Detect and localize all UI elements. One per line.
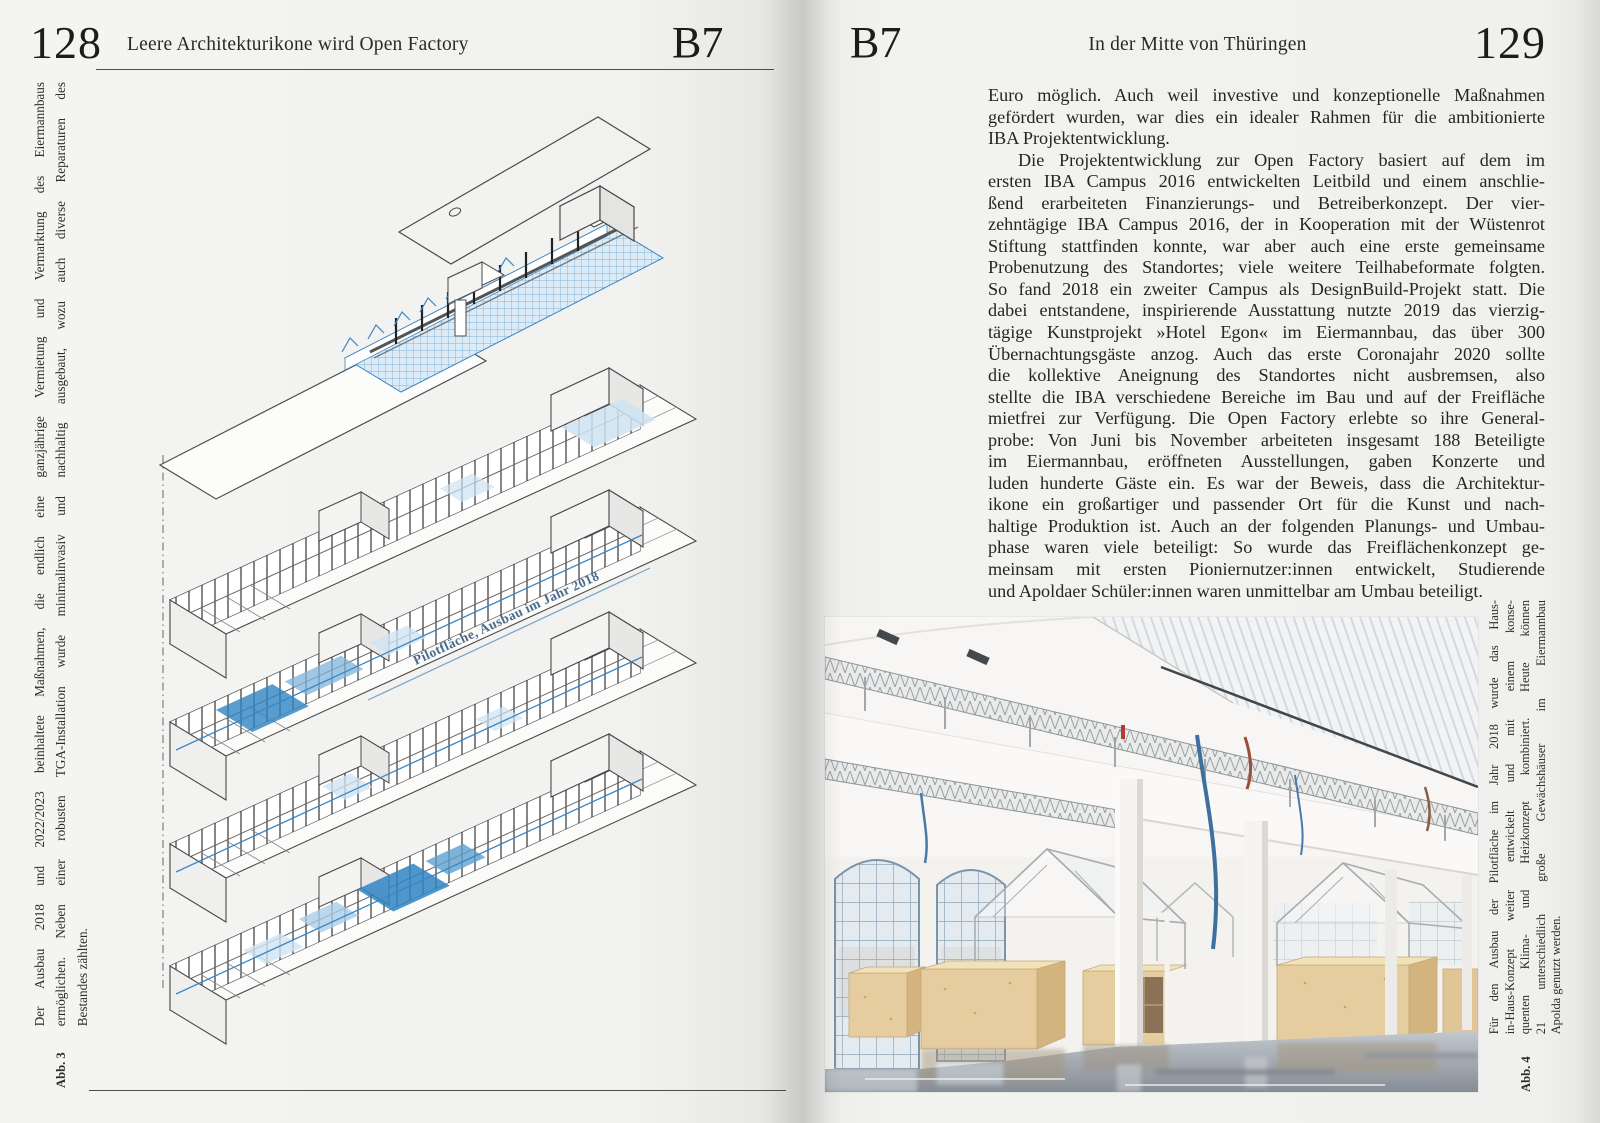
roof-level [397, 116, 652, 265]
light-fixture [876, 628, 900, 646]
floor-4-highlights [175, 534, 643, 751]
page-left: 128 Leere Architekturikone wird Open Fac… [0, 0, 795, 1123]
columns [1112, 779, 1472, 1069]
header-rule-left [96, 69, 774, 70]
interior-photo-eiermannbau [825, 617, 1478, 1092]
text-line: tägige Kunstprojekt »Hotel Egon« im Eier… [988, 322, 1545, 343]
figure-label-abb3: Abb. 3 [53, 1052, 68, 1088]
brown-hose [1423, 786, 1431, 832]
text-line: mietfrei zur Verfügung. Die Open Factory… [988, 408, 1545, 429]
floor-5-highlights [175, 656, 643, 873]
text-line: meinsam mit ersten Pioniernutzer:innen e… [988, 559, 1545, 580]
annotation-leader-line [367, 567, 651, 701]
floor-3-highlights [439, 399, 656, 503]
floor-6-highlights [175, 778, 643, 995]
text-line: ermöglichen. Neben einer robusten TGA-In… [53, 82, 69, 1027]
text-line: haltige Produktion ist. Auch an der folg… [988, 515, 1545, 536]
text-line: und Apoldaer Schüler:innen waren unmitte… [988, 580, 1483, 601]
footer-rule-left [89, 1090, 786, 1091]
running-head-left: Leere Architekturikone wird Open Factory [127, 34, 469, 55]
figure-caption-right: Abb. 4 Für den Ausbau der Pilotfläche im… [1486, 600, 1566, 1092]
figure-label-abb4: Abb. 4 [1518, 1056, 1533, 1092]
greenhouse-deck-level [341, 184, 665, 393]
text-line: luden hunderte Gäste ein. Es war der Bew… [988, 472, 1545, 493]
text-line: Stiftung stattfinden konnte, war aber au… [988, 235, 1545, 256]
text-line: quenten Klima- und Heizkonzept kombinier… [1518, 600, 1533, 1035]
text-line: Euro möglich. Auch weil investive und ko… [988, 85, 1545, 105]
corrugated-ceiling [1092, 617, 1478, 789]
text-line: Apolda genutzt werden. [1549, 915, 1564, 1035]
text-line: probe: Von Juni bis November arbeiteten … [988, 429, 1545, 450]
text-line: 21 unterschiedlich große Gewächshäuser i… [1533, 600, 1548, 1035]
light-fixture [966, 648, 990, 666]
running-head-right: In der Mitte von Thüringen [1088, 34, 1307, 55]
text-line: Der Ausbau 2018 und 2022/2023 beinhaltet… [31, 82, 47, 1027]
text-line: stellte die IBA verschiedene Bereiche im… [988, 386, 1545, 407]
section-code-right: B7 [850, 18, 902, 67]
text-line: gefördert wurden, war dies ein idealer R… [988, 106, 1545, 127]
text-line: die kollektive Aneignung des Standortes … [988, 365, 1545, 386]
page-number-left: 128 [30, 17, 102, 68]
exploded-axonometric-diagram: Pilotfläche, Ausbau im Jahr 2018 [158, 116, 697, 1045]
text-line: So fand 2018 ein zweiter Campus als Desi… [988, 278, 1545, 299]
text-line: IBA Projektentwicklung. [988, 128, 1170, 149]
figure-caption-abb3-text: Der Ausbau 2018 und 2022/2023 beinhaltet… [29, 82, 94, 1026]
text-line: phase waren viele beteiligt: So wurde da… [988, 537, 1545, 558]
section-code-left: B7 [672, 18, 724, 67]
body-text: Euro möglich. Auch weil investive und ko… [988, 85, 1545, 602]
glossy-floor [825, 1031, 1478, 1092]
text-line: Übernachtungsgäste anzog. Auch das erste… [988, 343, 1545, 364]
text-line: dabei entstandene, inspirierende Ausstat… [988, 300, 1545, 321]
page-number-right: 129 [1474, 17, 1546, 68]
brown-hose [1243, 736, 1252, 790]
text-line: ikone ein großartiger und passender Ort … [988, 494, 1545, 515]
text-line: Probenutzung des Standortes; viele weite… [988, 257, 1545, 278]
blue-hoses [919, 734, 1304, 950]
text-line: im Eiermannbau, eröffneten Ausstellungen… [988, 451, 1545, 472]
text-line: Die Projektentwicklung zur Open Factory … [1018, 149, 1545, 170]
figure-caption-left: Abb. 3 Der Ausbau 2018 und 2022/2023 bei… [26, 82, 96, 1088]
text-line: Für den Ausbau der Pilotfläche im Jahr 2… [1487, 600, 1502, 1035]
text-line: zehntägige IBA Campus 2016, der in Koope… [988, 214, 1545, 235]
text-line: ßend erarbeiteten Finanzierungs- und Bet… [988, 192, 1545, 213]
figure-caption-abb4-text: Für den Ausbau der Pilotfläche im Jahr 2… [1487, 600, 1564, 1034]
text-line: ersten IBA Campus 2016 entwickelten Leit… [988, 171, 1545, 192]
red-valve [1121, 725, 1125, 739]
cable-trays [825, 628, 1478, 841]
text-line: in-Haus-Konzept weiter entwickelt und mi… [1502, 600, 1517, 1035]
